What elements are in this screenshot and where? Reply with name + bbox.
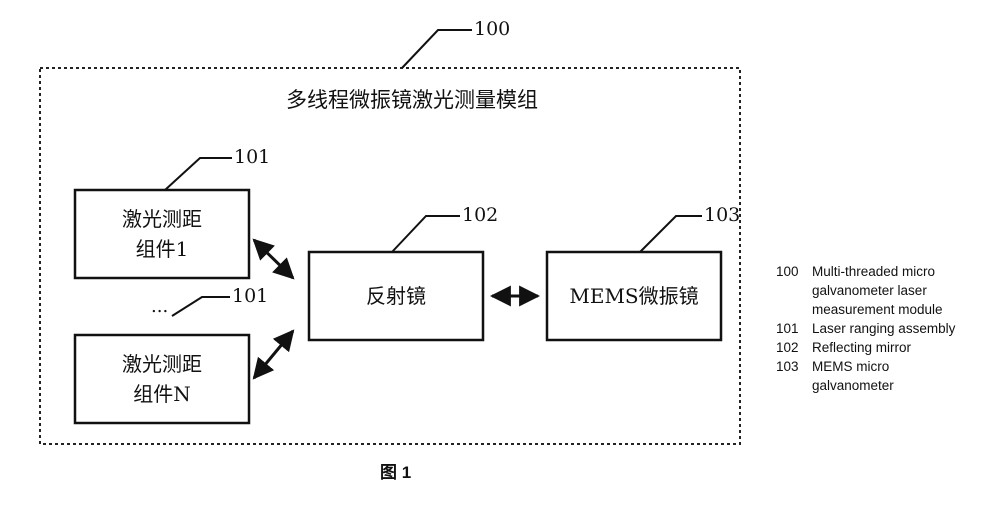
reflecting-mirror-label: 反射镜: [366, 284, 426, 308]
ref-100: 100: [474, 18, 511, 40]
assembly-n-label-line1: 激光测距: [122, 352, 202, 376]
legend-num: 101: [776, 321, 799, 336]
legend-text: Reflecting mirror: [812, 340, 912, 355]
legend-text: measurement module: [812, 302, 943, 317]
legend-text: MEMS micro: [812, 359, 890, 374]
leader-line-102: [391, 215, 460, 253]
ref-102: 102: [462, 204, 499, 226]
legend-num: 100: [776, 264, 799, 279]
assembly-1-label-line1: 激光测距: [122, 207, 202, 231]
legend-item-102: 102 Reflecting mirror: [776, 338, 998, 357]
legend-text: Laser ranging assembly: [812, 321, 956, 336]
legend-num: 102: [776, 340, 799, 355]
legend-item-100: 100 Multi-threaded micro galvanometer la…: [776, 262, 998, 319]
ref-101-bottom: 101: [232, 285, 269, 307]
assembly-n-label-line2: 组件N: [133, 382, 191, 406]
mems-micro-galvanometer-box: [545, 250, 723, 342]
laser-ranging-assembly-n-box: [73, 333, 251, 425]
leader-line-101-bottom: [171, 296, 230, 317]
leader-line-100: [401, 29, 472, 69]
figure-caption: 图 1: [380, 463, 412, 482]
leader-line-101-top: [164, 157, 232, 191]
legend-text: galvanometer: [812, 378, 894, 393]
reflecting-mirror-box: [307, 250, 485, 342]
ellipsis: ...: [151, 296, 169, 317]
legend-item-103: 103 MEMS micro galvanometer: [776, 357, 998, 395]
assembly-1-label: 激光测距 组件1: [75, 204, 249, 264]
assembly-n-label: 激光测距 组件N: [75, 349, 249, 409]
legend-num: 103: [776, 359, 799, 374]
arrow-assembly1-mirror: [252, 238, 295, 280]
legend: 100 Multi-threaded micro galvanometer la…: [776, 262, 998, 395]
legend-text: galvanometer laser: [812, 283, 927, 298]
module-boundary: [39, 67, 741, 445]
ref-103: 103: [704, 204, 741, 226]
arrow-assemblyN-mirror: [252, 329, 295, 380]
ref-101-top: 101: [234, 146, 271, 168]
legend-item-101: 101 Laser ranging assembly: [776, 319, 998, 338]
module-title: 多线程微振镜激光测量模组: [286, 88, 538, 112]
laser-ranging-assembly-1-box: [73, 188, 251, 280]
leader-line-103: [639, 215, 702, 253]
legend-text: Multi-threaded micro: [812, 264, 936, 279]
mems-label: MEMS微振镜: [569, 284, 699, 308]
assembly-1-label-line2: 组件1: [135, 237, 189, 261]
